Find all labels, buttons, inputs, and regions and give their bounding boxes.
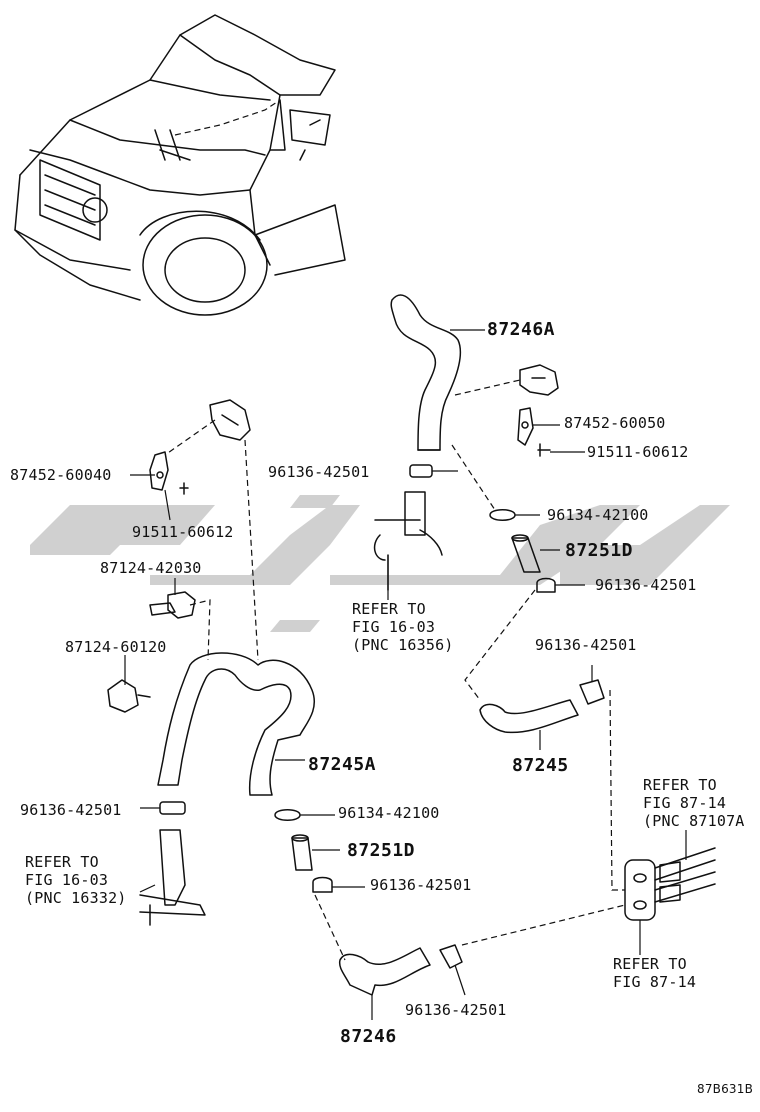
- part-label-96136-42501-d: 96136-42501: [20, 801, 122, 819]
- part-label-87452-60040: 87452-60040: [10, 466, 112, 484]
- bracket-87452-60040: [149, 451, 169, 491]
- part-label-91511-60612-right: 91511-60612: [587, 443, 689, 461]
- clamp-96136-42501-c: [579, 679, 605, 705]
- part-label-87452-60050: 87452-60050: [564, 414, 666, 432]
- hose-87245A: [157, 652, 315, 796]
- clamp-87124-42030: [149, 591, 196, 619]
- clamp-housing-upper: [209, 399, 251, 441]
- clamp-87124-60120: [107, 679, 151, 713]
- part-label-96136-42501-e: 96136-42501: [370, 876, 472, 894]
- figure-code: 87B631B: [697, 1082, 754, 1096]
- pipe-87251D-b: [291, 837, 313, 871]
- clamp-96136-42501-e: [312, 876, 333, 893]
- clamp-96136-42501-f: [439, 944, 463, 969]
- vehicle-outline: [14, 14, 346, 316]
- hose-87246A: [390, 294, 462, 451]
- part-label-87251D-a: 87251D: [565, 540, 634, 561]
- part-label-87246A: 87246A: [487, 319, 556, 340]
- hose-87246: [338, 947, 431, 996]
- reference-note-87-14: REFER TO FIG 87-14: [613, 955, 697, 991]
- dashed-lines: [164, 99, 626, 961]
- part-label-96134-42100-a: 96134-42100: [547, 506, 649, 524]
- part-label-87245: 87245: [512, 755, 569, 776]
- clamp-96134-42100-a: [489, 509, 516, 521]
- part-label-91511-60612-left: 91511-60612: [132, 523, 234, 541]
- clamp-96136-42501-d: [159, 801, 186, 815]
- part-label-87245A: 87245A: [308, 754, 377, 775]
- part-label-96136-42501-f: 96136-42501: [405, 1001, 507, 1019]
- part-label-96136-42501-c: 96136-42501: [535, 636, 637, 654]
- watermark-logo: [30, 495, 730, 632]
- hose-87245: [479, 699, 579, 734]
- reference-note-16332: REFER TO FIG 16-03 (PNC 16332): [25, 853, 127, 907]
- clamp-96136-42501-b: [536, 577, 556, 593]
- part-label-96134-42100-b: 96134-42100: [338, 804, 440, 822]
- reference-note-87107A: REFER TO FIG 87-14 (PNC 87107A: [643, 776, 745, 830]
- bracket-87452-60050: [517, 364, 559, 446]
- part-label-87124-42030: 87124-42030: [100, 559, 202, 577]
- heater-core-fitting: [624, 847, 716, 921]
- part-label-87124-60120: 87124-60120: [65, 638, 167, 656]
- clamp-96134-42100-b: [274, 809, 301, 821]
- part-label-87251D-b: 87251D: [347, 840, 416, 861]
- part-label-96136-42501-b: 96136-42501: [595, 576, 697, 594]
- reference-note-16356: REFER TO FIG 16-03 (PNC 16356): [352, 600, 454, 654]
- pipe-87251D-a: [511, 537, 541, 573]
- leader-lines: [124, 329, 687, 1020]
- clamp-96136-42501-a: [409, 464, 433, 478]
- part-label-87246: 87246: [340, 1026, 397, 1047]
- heater-fitting-left: [139, 829, 206, 926]
- part-label-96136-42501-a: 96136-42501: [268, 463, 370, 481]
